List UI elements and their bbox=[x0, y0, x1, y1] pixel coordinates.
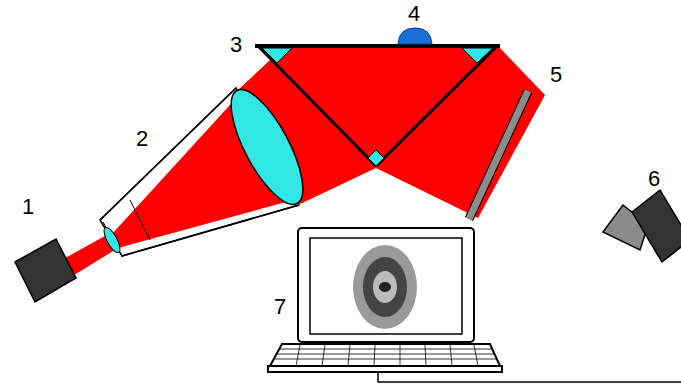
callout-number: 4 bbox=[408, 3, 420, 25]
callout-number: 7 bbox=[274, 296, 286, 318]
sample bbox=[398, 28, 432, 44]
callout-number: 3 bbox=[230, 34, 242, 56]
laser bbox=[15, 239, 76, 302]
glass-plate bbox=[255, 44, 500, 48]
mirror bbox=[469, 91, 528, 219]
callout-number: 2 bbox=[136, 128, 148, 150]
mirror-outline bbox=[469, 91, 528, 219]
keyboard-keys bbox=[275, 345, 496, 366]
laptop-keyboard bbox=[270, 344, 500, 366]
prism-face bbox=[259, 47, 376, 166]
interferogram bbox=[379, 282, 391, 292]
camera-body bbox=[632, 190, 681, 262]
prism-corner bbox=[462, 48, 493, 63]
callout-number: 1 bbox=[22, 196, 34, 218]
callout-number: 6 bbox=[648, 168, 660, 190]
tube-edge bbox=[122, 205, 299, 256]
laptop-screen bbox=[298, 228, 474, 342]
prism-corner bbox=[262, 48, 292, 63]
beam-splitter bbox=[368, 150, 384, 166]
interferogram bbox=[353, 245, 417, 329]
interferogram bbox=[373, 271, 397, 303]
laptop-base bbox=[268, 366, 502, 372]
prism-face bbox=[376, 47, 496, 166]
large-lens bbox=[218, 80, 317, 214]
small-lens bbox=[101, 225, 123, 254]
screen-area bbox=[310, 238, 462, 334]
interferogram bbox=[363, 257, 407, 317]
tube-edge bbox=[130, 200, 150, 240]
callout-number: 5 bbox=[550, 64, 562, 86]
tube-edge bbox=[100, 88, 236, 220]
cable bbox=[378, 372, 681, 382]
